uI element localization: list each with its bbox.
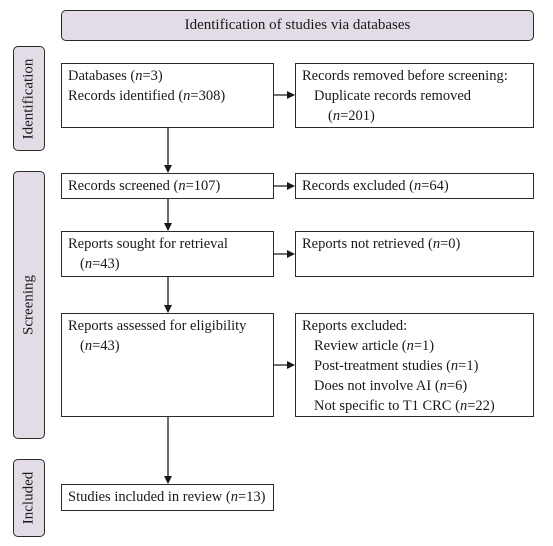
databases-count: Databases (n=3) [68, 68, 163, 84]
phase-screening: Screening [13, 171, 45, 439]
box-reports-sought: Reports sought for retrieval (n=43) [61, 231, 274, 277]
header-title: Identification of studies via databases [184, 17, 411, 33]
exclusion-reason: Does not involve AI (n=6) [314, 378, 468, 394]
duplicates-removed-label: Duplicate records removed [314, 88, 472, 104]
box-records-removed: Records removed before screening: Duplic… [295, 63, 534, 128]
reports-sought-count: (n=43) [80, 256, 120, 272]
box-reports-assessed: Reports assessed for eligibility (n=43) [61, 313, 274, 417]
box-reports-not-retrieved: Reports not retrieved (n=0) [295, 231, 534, 277]
box-records-excluded: Records excluded (n=64) [295, 173, 534, 199]
exclusion-reason: Review article (n=1) [314, 338, 435, 354]
reports-not-retrieved-count: Reports not retrieved (n=0) [302, 236, 461, 252]
records-removed-title: Records removed before screening: [302, 68, 508, 84]
reports-excluded-title: Reports excluded: [302, 318, 408, 334]
reports-assessed-label: Reports assessed for eligibility [68, 318, 247, 334]
reports-sought-label: Reports sought for retrieval [68, 236, 228, 252]
diagram-header: Identification of studies via databases [61, 10, 534, 41]
box-records-identified: Databases (n=3) Records identified (n=30… [61, 63, 274, 128]
records-screened-count: Records screened (n=107) [68, 178, 221, 194]
records-identified-count: Records identified (n=308) [68, 88, 226, 104]
reports-assessed-count: (n=43) [80, 338, 120, 354]
phase-identification: Identification [13, 46, 45, 151]
studies-included-count: Studies included in review (n=13) [68, 489, 266, 505]
duplicates-removed-count: (n=201) [328, 108, 375, 124]
exclusion-reason: Not specific to T1 CRC (n=22) [314, 398, 495, 414]
box-reports-excluded: Reports excluded: Review article (n=1) P… [295, 313, 534, 417]
exclusion-reason: Post-treatment studies (n=1) [314, 358, 479, 374]
records-excluded-count: Records excluded (n=64) [302, 178, 449, 194]
box-records-screened: Records screened (n=107) [61, 173, 274, 199]
phase-included: Included [13, 459, 45, 537]
box-studies-included: Studies included in review (n=13) [61, 484, 274, 511]
